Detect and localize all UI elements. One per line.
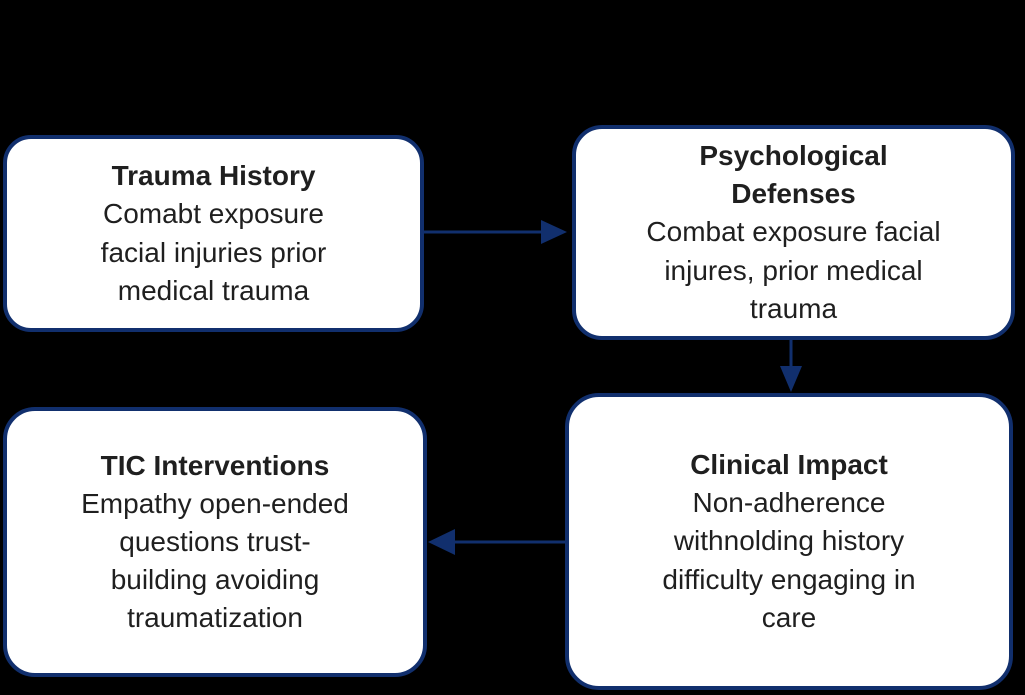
node-tic-interventions-title: TIC Interventions [100,449,330,481]
node-tic-interventions-body: Empathy open-ended questions trust- buil… [81,487,349,634]
arrow-trauma-to-defenses [424,220,567,244]
node-clinical-impact-body: Non-adherence withnolding history diffic… [662,487,916,633]
node-tic-interventions: TIC Interventions Empathy open-ended que… [3,407,427,677]
node-trauma-history-body: Comabt exposure facial injuries prior me… [100,198,327,306]
node-trauma-history: Trauma History Comabt exposure facial in… [3,135,424,332]
node-trauma-history-title: Trauma History [111,160,316,192]
node-psychological-defenses: Psychological Defenses Combat exposure f… [572,125,1015,340]
arrow-impact-to-interventions [428,529,565,555]
node-psychological-defenses-body: Combat exposure facial injures, prior me… [646,216,941,324]
node-clinical-impact-title: Clinical Impact [690,449,888,481]
node-clinical-impact: Clinical Impact Non-adherence withnoldin… [565,393,1013,690]
node-psychological-defenses-title: Psychological Defenses [699,140,888,210]
arrow-defenses-to-impact [780,340,802,392]
